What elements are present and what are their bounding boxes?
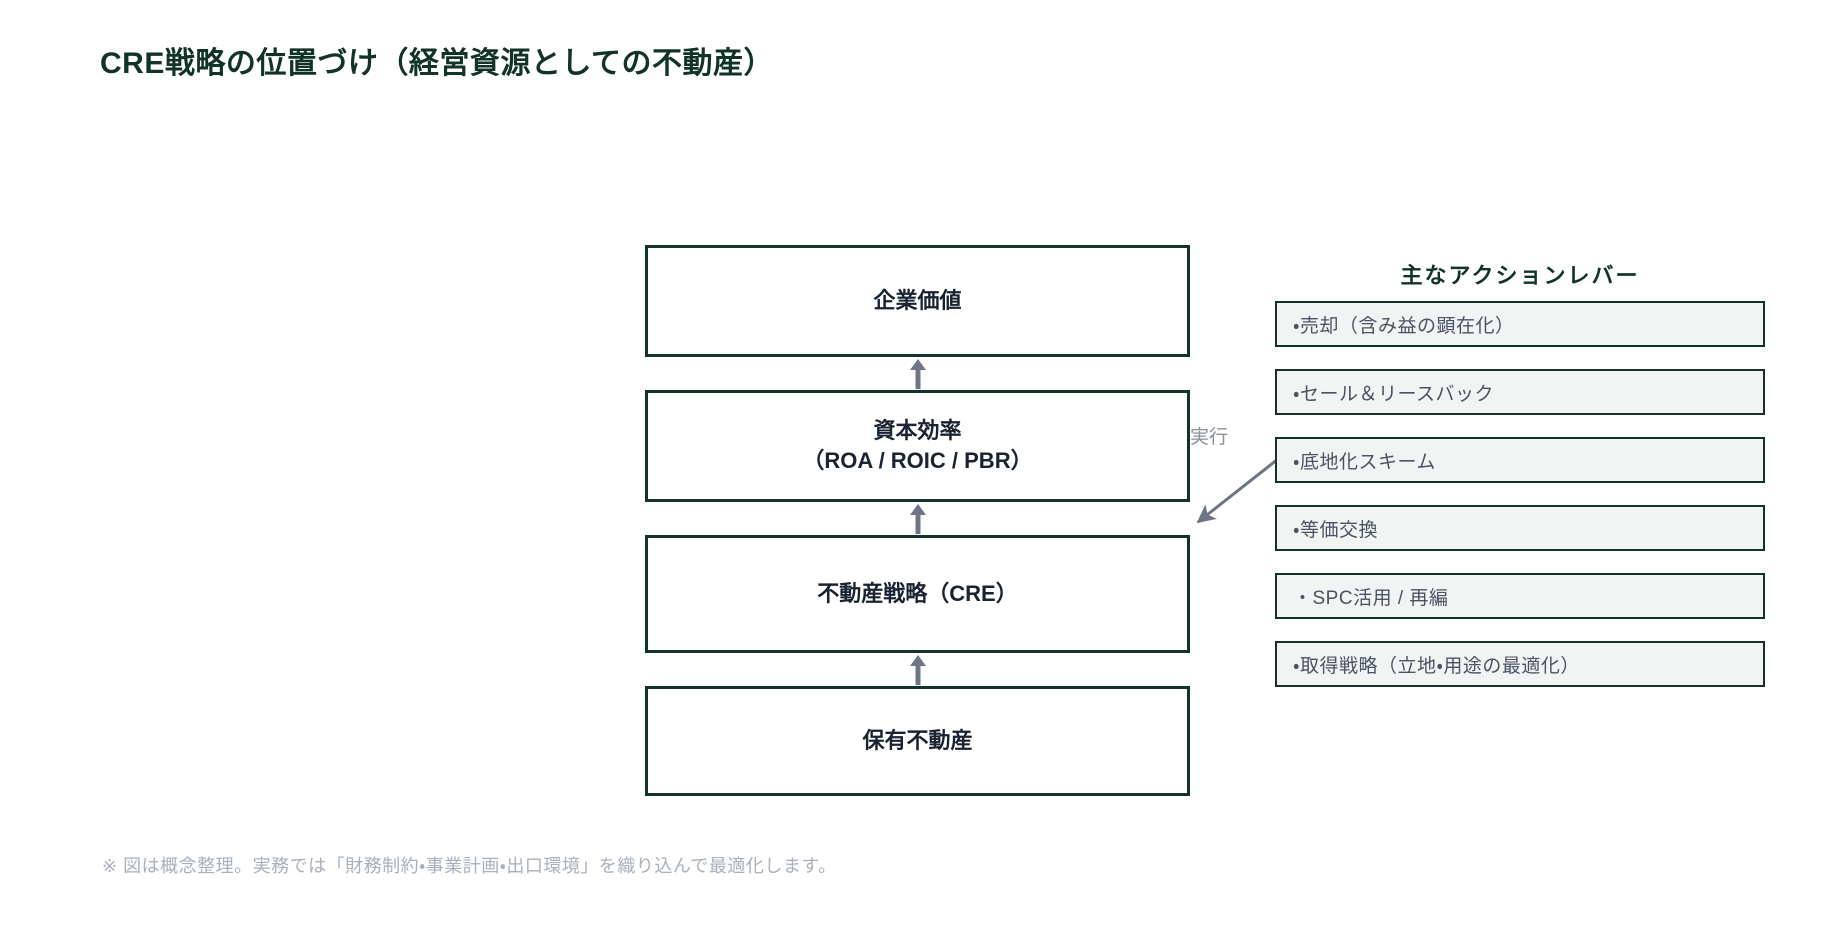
- value-chain-stack: 企業価値 資本効率 （ROA / ROIC / PBR） 不動産戦略（CRE） …: [645, 245, 1190, 796]
- footnote: ※ 図は概念整理。実務では「財務制約・事業計画・出口環境」を織り込んで最適化しま…: [102, 856, 837, 876]
- arrow-efficiency-to-value-icon: [909, 359, 926, 389]
- action-levers-title: 主なアクションレバー: [1400, 263, 1640, 288]
- action-levers-panel: 主なアクションレバー ・売却（含み益の顕在化） ・セール＆リースバック ・底地化…: [1275, 258, 1765, 687]
- arrow-cre-to-efficiency-icon: [909, 504, 926, 534]
- stack-box-capital-efficiency-label: 資本効率: [873, 418, 962, 444]
- connector-label-execution: 実行: [1190, 427, 1229, 448]
- stack-box-enterprise-value-label: 企業価値: [873, 288, 962, 314]
- lever-item-spc-restructuring[interactable]: ・SPC活用 / 再編: [1275, 573, 1765, 619]
- lever-item-sale-label: ・売却（含み益の顕在化）: [1293, 315, 1515, 337]
- stack-box-owned-real-estate[interactable]: 保有不動産: [645, 686, 1190, 796]
- stack-box-capital-efficiency[interactable]: 資本効率 （ROA / ROIC / PBR）: [645, 390, 1190, 502]
- lever-item-sale-leaseback[interactable]: ・セール＆リースバック: [1275, 369, 1765, 415]
- lever-item-sale[interactable]: ・売却（含み益の顕在化）: [1275, 301, 1765, 347]
- stack-box-enterprise-value[interactable]: 企業価値: [645, 245, 1190, 357]
- page-title: CRE戦略の位置づけ（経営資源としての不動産）: [100, 47, 774, 80]
- lever-item-equivalent-exchange[interactable]: ・等価交換: [1275, 505, 1765, 551]
- stack-gap-owned-to-cre: [645, 653, 1190, 686]
- lever-item-acquisition-strategy[interactable]: ・取得戦略（立地・用途の最適化）: [1275, 641, 1765, 687]
- arrow-owned-to-cre-icon: [909, 655, 926, 685]
- lever-item-equivalent-exchange-label: ・等価交換: [1293, 519, 1378, 541]
- lever-item-sokochika-scheme[interactable]: ・底地化スキーム: [1275, 437, 1765, 483]
- stack-gap-efficiency-to-value: [645, 357, 1190, 390]
- lever-item-sokochika-scheme-label: ・底地化スキーム: [1293, 451, 1436, 473]
- stack-box-cre-strategy-label: 不動産戦略（CRE）: [817, 581, 1018, 607]
- stack-box-capital-efficiency-sublabel: （ROA / ROIC / PBR）: [802, 448, 1033, 473]
- lever-item-spc-restructuring-label: ・SPC活用 / 再編: [1293, 587, 1449, 609]
- stack-gap-cre-to-efficiency: [645, 502, 1190, 535]
- lever-item-sale-leaseback-label: ・セール＆リースバック: [1293, 383, 1495, 405]
- lever-item-acquisition-strategy-label: ・取得戦略（立地・用途の最適化）: [1293, 655, 1580, 677]
- stack-box-owned-real-estate-label: 保有不動産: [862, 728, 973, 754]
- stack-box-cre-strategy[interactable]: 不動産戦略（CRE）: [645, 535, 1190, 653]
